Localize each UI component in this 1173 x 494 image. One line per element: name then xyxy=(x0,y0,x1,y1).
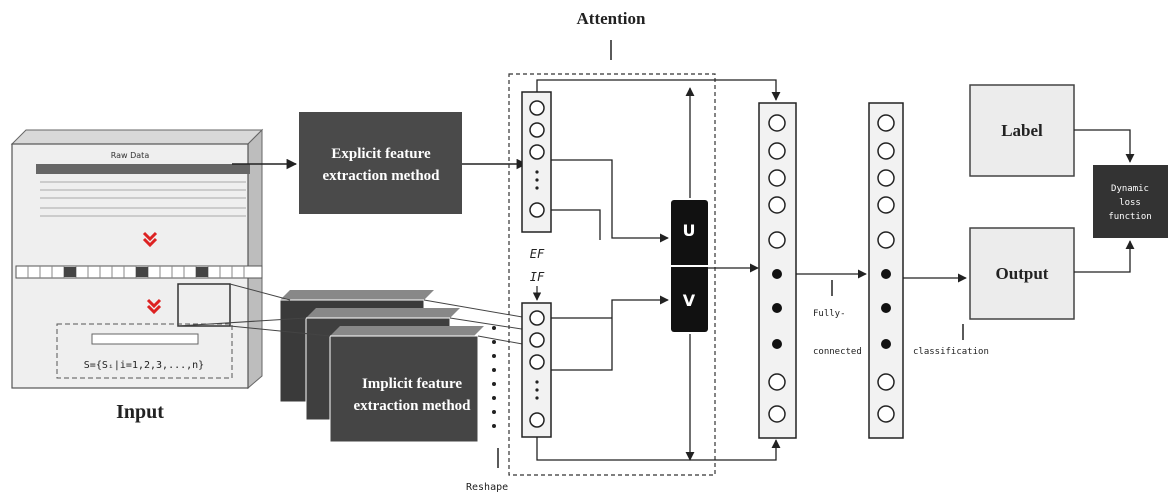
if-label: IF xyxy=(530,270,545,284)
ellipsis-dots xyxy=(492,326,496,428)
output-to-loss-arrow xyxy=(1074,241,1130,272)
implicit-feature-stack xyxy=(280,290,484,442)
ef-label: EF xyxy=(530,247,545,261)
output-text: Output xyxy=(996,264,1049,283)
implicit-line1: Implicit feature xyxy=(362,376,462,392)
reshape-label: Reshape xyxy=(466,482,508,493)
loss-line1: Dynamic xyxy=(1111,184,1149,194)
loss-line2: loss xyxy=(1119,198,1141,208)
label-to-loss-arrow xyxy=(1074,130,1130,162)
fully-label-2: connected xyxy=(813,347,862,357)
v-label: V xyxy=(683,291,696,310)
raw-data-title: Raw Data xyxy=(111,151,150,160)
input-caption: Input xyxy=(116,401,164,423)
explicit-feature-box xyxy=(299,112,462,214)
fully-label-1: Fully- xyxy=(813,309,846,319)
sequence-formula: S={Sᵢ|i=1,2,3,...,n} xyxy=(84,360,204,371)
loss-line3: function xyxy=(1108,212,1151,222)
input-panel: Raw Data S={Sᵢ|i= xyxy=(12,130,262,388)
u-label: U xyxy=(683,221,696,240)
implicit-line2: extraction method xyxy=(353,398,471,414)
explicit-line2: extraction method xyxy=(322,168,440,184)
classification-label: classification xyxy=(913,347,989,357)
label-text: Label xyxy=(1001,121,1043,140)
attention-title: Attention xyxy=(577,9,646,28)
raw-data-header xyxy=(36,164,250,174)
explicit-line1: Explicit feature xyxy=(331,146,431,162)
